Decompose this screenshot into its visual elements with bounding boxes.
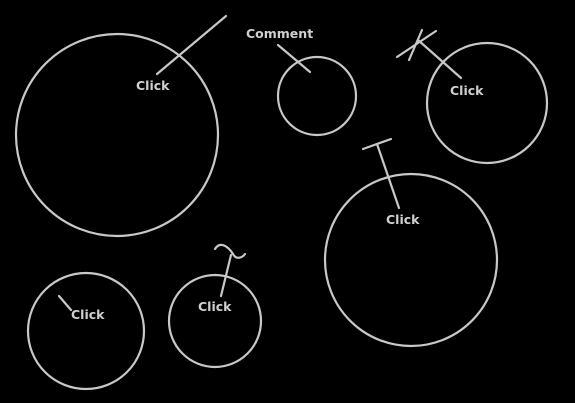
circle-outline[interactable] — [276, 55, 358, 137]
click-label: Click — [386, 212, 420, 227]
click-label: Click — [136, 78, 170, 93]
label-pointer-line — [416, 38, 463, 80]
click-label: Click — [198, 299, 232, 314]
circle-target-bottom-left[interactable]: Click — [26, 271, 146, 391]
circle-target-top-right[interactable]: Click — [395, 28, 549, 165]
circle-target-large-left[interactable]: Click — [14, 14, 228, 238]
click-label: Click — [71, 307, 105, 322]
click-label: Click — [450, 83, 484, 98]
label-pointer-line — [395, 29, 438, 59]
circle-outline[interactable] — [14, 32, 220, 238]
label-pointer-line — [219, 253, 233, 298]
circle-outline[interactable] — [425, 41, 549, 165]
circle-outline[interactable] — [26, 271, 146, 391]
circle-outline[interactable] — [167, 273, 263, 369]
circle-outline[interactable] — [323, 172, 499, 348]
circle-target-comment[interactable]: Comment — [246, 26, 358, 137]
label-pointer-line — [213, 243, 247, 259]
circle-target-bottom-mid[interactable]: Click — [167, 243, 263, 369]
label-pointer-line — [276, 43, 312, 74]
circle-target-right-mid[interactable]: Click — [323, 137, 499, 348]
comment-label: Comment — [246, 26, 313, 41]
label-pointer-line — [375, 142, 401, 210]
label-pointer-line — [57, 294, 73, 312]
label-pointer-line — [155, 14, 228, 76]
